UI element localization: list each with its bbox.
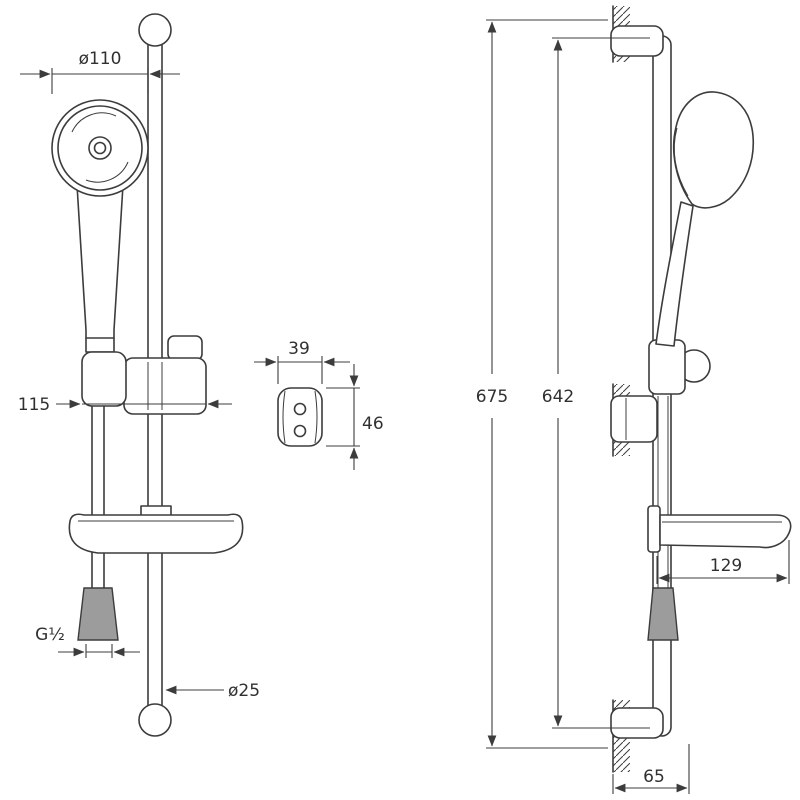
dim-wall-offset: 65 xyxy=(612,744,690,794)
dim-label-wall-offset: 65 xyxy=(643,767,665,787)
bracket-screw-hole xyxy=(293,424,307,438)
slider-knob xyxy=(167,335,203,361)
bracket-detail-view: 39 46 xyxy=(254,339,384,470)
dim-label-holder-width: 115 xyxy=(18,395,50,415)
dim-dish-depth: 129 xyxy=(656,540,790,584)
front-hose xyxy=(77,405,119,641)
dim-rail-span: 642 xyxy=(542,37,650,729)
middle-wall-bracket xyxy=(610,395,658,443)
side-soap-dish xyxy=(647,505,792,553)
rail-bottom-ball xyxy=(138,703,172,737)
dim-label-thread: G½ xyxy=(35,625,65,645)
hose-cone-side xyxy=(647,587,679,641)
front-handle xyxy=(76,184,124,353)
top-wall-bracket xyxy=(610,25,664,57)
dish-mount-side xyxy=(647,505,661,553)
handle-side xyxy=(655,201,694,347)
rail-top-ball xyxy=(138,13,172,47)
dim-label-head-diameter: ø110 xyxy=(79,49,122,69)
side-hose xyxy=(647,396,679,641)
front-slider xyxy=(81,335,207,415)
bracket-screw-hole xyxy=(293,402,307,416)
head-hub xyxy=(88,136,112,160)
dim-label-bracket-width: 39 xyxy=(288,339,310,359)
front-shower-head xyxy=(51,99,149,197)
dim-rail-diameter: ø25 xyxy=(165,681,260,701)
slider-body-side xyxy=(648,339,686,395)
hose-cone xyxy=(77,587,119,641)
dim-label-bracket-height: 46 xyxy=(362,414,384,434)
dim-bracket-width: 39 xyxy=(254,339,350,384)
side-view: 675 642 129 65 xyxy=(476,5,792,794)
dim-label-rail-diameter: ø25 xyxy=(228,681,260,701)
dim-total-height: 675 xyxy=(476,19,608,749)
head-spray-face xyxy=(57,105,143,191)
side-slider xyxy=(648,339,711,395)
dim-holder-width: 115 xyxy=(18,395,232,415)
dim-label-total-height: 675 xyxy=(476,387,508,407)
dim-bracket-height: 46 xyxy=(326,364,384,470)
dim-label-dish-depth: 129 xyxy=(710,556,742,576)
side-shower-head xyxy=(655,91,755,347)
dim-thread: G½ xyxy=(35,625,140,658)
head-swirl-line xyxy=(85,161,129,183)
head-swirl-line xyxy=(71,112,117,133)
dim-head-diameter: ø110 xyxy=(20,49,180,94)
bottom-wall-bracket xyxy=(610,707,664,739)
wall-sections xyxy=(612,5,630,773)
front-soap-dish xyxy=(68,505,244,554)
dim-label-rail-span: 642 xyxy=(542,387,574,407)
front-view: ø110 115 G½ ø25 xyxy=(18,13,260,737)
bracket-body xyxy=(277,387,323,447)
handle-holder-cup xyxy=(81,351,127,407)
slider-body xyxy=(123,357,207,415)
head-side xyxy=(672,91,755,209)
